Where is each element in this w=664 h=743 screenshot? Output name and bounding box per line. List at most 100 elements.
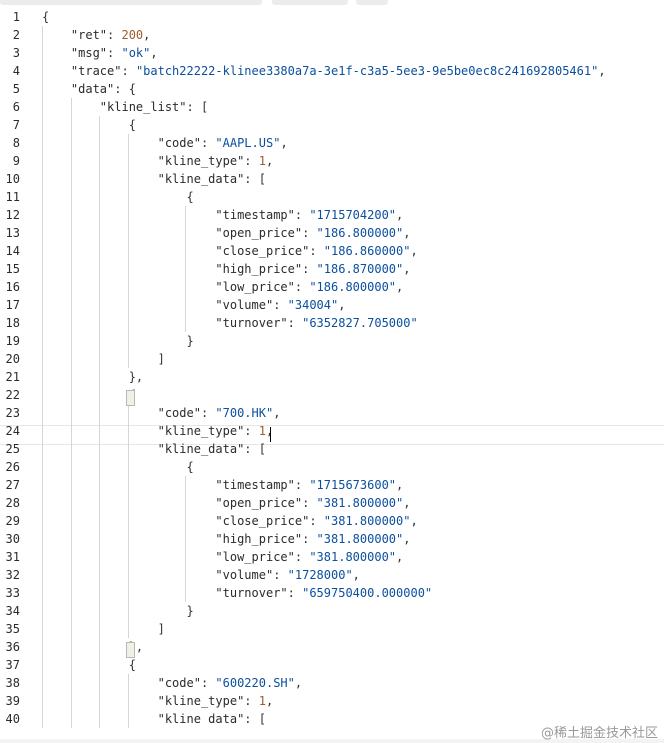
code-line[interactable]: "timestamp": "1715673600", xyxy=(42,476,664,494)
json-punctuation: , xyxy=(403,262,411,276)
json-punctuation: , xyxy=(403,496,411,510)
line-number: 14 xyxy=(5,244,20,258)
json-punctuation: , xyxy=(143,28,151,42)
json-key: "close_price" xyxy=(215,244,310,258)
json-key: "kline_data" xyxy=(157,442,245,456)
json-punctuation: { xyxy=(42,10,50,24)
line-number: 18 xyxy=(5,316,20,330)
json-punctuation: { xyxy=(42,658,136,672)
code-line[interactable]: "high_price": "186.870000", xyxy=(42,260,664,278)
json-string: "1728000" xyxy=(287,568,353,582)
code-line[interactable]: "kline_data": [ xyxy=(42,170,664,188)
code-line[interactable]: { xyxy=(42,656,664,674)
json-punctuation: , xyxy=(396,208,404,222)
json-punctuation: : xyxy=(121,64,136,78)
code-line[interactable]: "close_price": "186.860000", xyxy=(42,242,664,260)
line-number: 35 xyxy=(5,622,20,636)
line-number: 39 xyxy=(5,694,20,708)
json-punctuation: : xyxy=(200,406,216,420)
code-line[interactable]: { xyxy=(42,458,664,476)
json-string: "700.HK" xyxy=(215,406,274,420)
line-number: 24 xyxy=(5,424,20,438)
code-line[interactable]: "code": "700.HK", xyxy=(42,404,664,422)
code-line[interactable]: } xyxy=(42,602,664,620)
json-punctuation xyxy=(42,46,71,60)
json-punctuation: : xyxy=(302,532,317,546)
indent-guide xyxy=(128,134,129,368)
json-punctuation: , xyxy=(403,532,411,546)
line-number: 1 xyxy=(12,10,20,24)
json-punctuation: : xyxy=(294,208,310,222)
code-line[interactable]: "low_price": "381.800000", xyxy=(42,548,664,566)
code-line[interactable]: "data": { xyxy=(42,80,664,98)
line-number: 11 xyxy=(5,190,20,204)
json-punctuation: { xyxy=(42,190,194,204)
code-line[interactable]: { xyxy=(42,386,664,404)
line-number: 30 xyxy=(5,532,20,546)
code-line[interactable]: ] xyxy=(42,620,664,638)
code-line[interactable]: { xyxy=(42,188,664,206)
line-number: 23 xyxy=(5,406,20,420)
code-line[interactable]: "turnover": "659750400.000000" xyxy=(42,584,664,602)
line-number: 10 xyxy=(5,172,20,186)
code-line[interactable]: "kline_data": [ xyxy=(42,440,664,458)
json-punctuation: : xyxy=(200,676,216,690)
code-line[interactable]: ] xyxy=(42,350,664,368)
line-number: 9 xyxy=(12,154,20,168)
code-line[interactable]: "kline_type": 1, xyxy=(42,152,664,170)
json-key: "turnover" xyxy=(215,586,288,600)
tab-stub-2[interactable] xyxy=(272,0,348,5)
json-key: "low_price" xyxy=(215,280,295,294)
code-line[interactable]: "kline_type": 1, xyxy=(42,422,664,440)
json-string: "600220.SH" xyxy=(215,676,295,690)
json-key: "low_price" xyxy=(215,550,295,564)
code-line[interactable]: "volume": "1728000", xyxy=(42,566,664,584)
code-line[interactable]: }, xyxy=(42,368,664,386)
code-line[interactable]: "low_price": "186.800000", xyxy=(42,278,664,296)
code-line[interactable]: "open_price": "381.800000", xyxy=(42,494,664,512)
code-line[interactable]: "open_price": "186.800000", xyxy=(42,224,664,242)
code-line[interactable]: { xyxy=(42,116,664,134)
json-string: "1715673600" xyxy=(309,478,397,492)
line-number: 5 xyxy=(12,82,20,96)
tab-stub-3[interactable] xyxy=(356,0,388,5)
code-line[interactable]: "code": "600220.SH", xyxy=(42,674,664,692)
code-line[interactable]: "high_price": "381.800000", xyxy=(42,530,664,548)
watermark: @稀土掘金技术社区 xyxy=(540,726,658,741)
active-line-highlight xyxy=(0,425,664,445)
code-line[interactable]: "turnover": "6352827.705000" xyxy=(42,314,664,332)
code-line[interactable]: "timestamp": "1715704200", xyxy=(42,206,664,224)
line-number: 29 xyxy=(5,514,20,528)
code-line[interactable]: "kline data": [ xyxy=(42,710,664,728)
json-string: "1715704200" xyxy=(309,208,397,222)
json-string: "34004" xyxy=(287,298,339,312)
json-punctuation: ] xyxy=(42,352,165,366)
json-punctuation: } xyxy=(42,334,194,348)
json-punctuation: : xyxy=(294,550,310,564)
code-line[interactable]: "kline_list": [ xyxy=(42,98,664,116)
code-line[interactable]: "kline_type": 1, xyxy=(42,692,664,710)
matching-bracket-highlight xyxy=(126,642,135,658)
json-punctuation: , xyxy=(265,694,274,708)
json-key: "high_price" xyxy=(215,262,303,276)
json-punctuation: }, xyxy=(42,370,144,384)
code-line[interactable]: "ret": 200, xyxy=(42,26,664,44)
json-key: "data" xyxy=(70,82,115,96)
code-area[interactable]: { "ret": 200, "msg": "ok", "trace": "bat… xyxy=(42,8,664,736)
code-line[interactable]: "close_price": "381.800000", xyxy=(42,512,664,530)
json-punctuation xyxy=(42,64,71,78)
code-line[interactable]: "volume": "34004", xyxy=(42,296,664,314)
json-string: "batch22222-klinee3380a7a-3e1f-c3a5-5ee3… xyxy=(135,64,599,78)
json-punctuation: : xyxy=(244,424,259,438)
line-number: 16 xyxy=(5,280,20,294)
code-line[interactable]: "trace": "batch22222-klinee3380a7a-3e1f-… xyxy=(42,62,664,80)
json-string: "381.800000" xyxy=(309,550,397,564)
tab-stub-1[interactable] xyxy=(0,0,262,5)
code-line[interactable]: "code": "AAPL.US", xyxy=(42,134,664,152)
code-line[interactable]: "msg": "ok", xyxy=(42,44,664,62)
code-line[interactable]: } xyxy=(42,332,664,350)
code-line[interactable]: { xyxy=(42,8,664,26)
bottom-scrollbar[interactable] xyxy=(0,739,664,743)
code-line[interactable]: }, xyxy=(42,638,664,656)
